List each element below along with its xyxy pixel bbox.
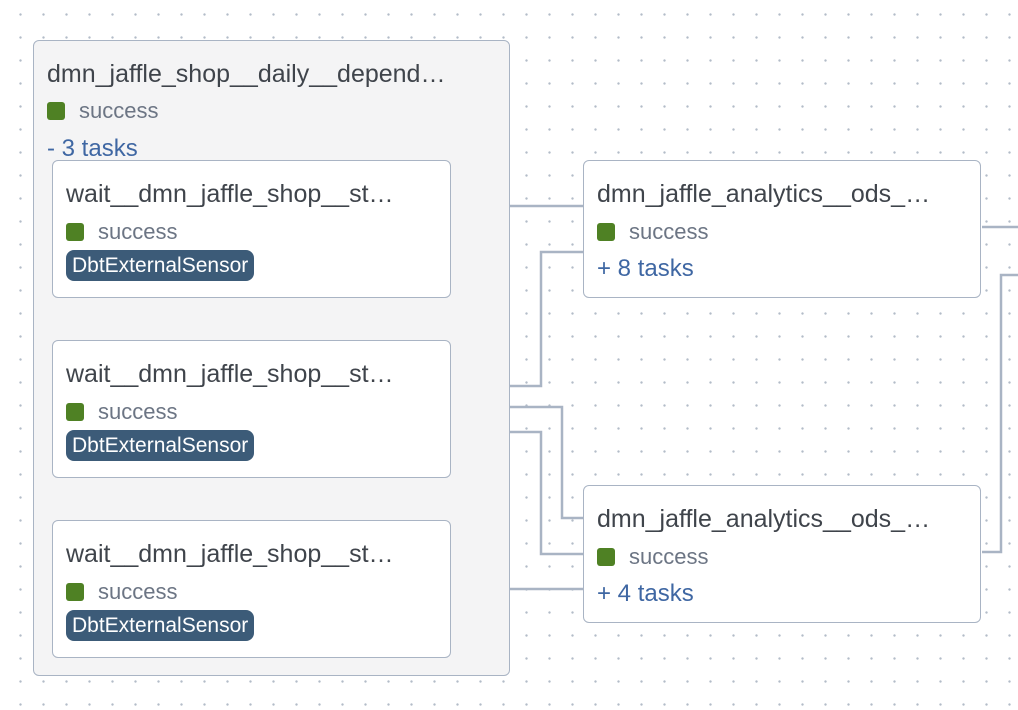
status-label: success (98, 399, 178, 424)
group-status: success (47, 99, 158, 123)
task-group-ods-1[interactable]: dmn_jaffle_analytics__ods_… success + 8 … (583, 160, 981, 298)
edge-ods-group-2-out (982, 273, 1018, 554)
group-title: dmn_jaffle_shop__daily__depend… (47, 60, 446, 88)
status-label: success (629, 219, 709, 244)
task-status: success (66, 220, 177, 244)
status-label: success (79, 98, 159, 123)
status-label: success (98, 579, 178, 604)
group-title: dmn_jaffle_analytics__ods_… (597, 180, 931, 208)
status-square-icon (597, 223, 615, 241)
status-square-icon (66, 403, 84, 421)
group-title: dmn_jaffle_analytics__ods_… (597, 505, 931, 533)
operator-badge: DbtExternalSensor (66, 610, 255, 641)
task-status: success (66, 580, 177, 604)
task-title: wait__dmn_jaffle_shop__st… (66, 360, 394, 388)
sensor-task-node-1[interactable]: wait__dmn_jaffle_shop__st… success DbtEx… (52, 160, 451, 298)
group-status: success (597, 545, 708, 569)
status-square-icon (66, 223, 84, 241)
status-square-icon (47, 102, 65, 120)
expand-group-toggle[interactable]: + 4 tasks (597, 580, 694, 607)
status-label: success (98, 219, 178, 244)
status-square-icon (597, 548, 615, 566)
collapse-group-toggle[interactable]: - 3 tasks (47, 135, 138, 162)
operator-badge: DbtExternalSensor (66, 250, 255, 281)
sensor-task-node-2[interactable]: wait__dmn_jaffle_shop__st… success DbtEx… (52, 340, 451, 478)
status-square-icon (66, 583, 84, 601)
expand-group-toggle[interactable]: + 8 tasks (597, 255, 694, 282)
operator-badge: DbtExternalSensor (66, 430, 255, 461)
status-label: success (629, 544, 709, 569)
group-status: success (597, 220, 708, 244)
task-title: wait__dmn_jaffle_shop__st… (66, 540, 394, 568)
task-status: success (66, 400, 177, 424)
task-title: wait__dmn_jaffle_shop__st… (66, 180, 394, 208)
sensor-task-node-3[interactable]: wait__dmn_jaffle_shop__st… success DbtEx… (52, 520, 451, 658)
task-group-ods-2[interactable]: dmn_jaffle_analytics__ods_… success + 4 … (583, 485, 981, 623)
